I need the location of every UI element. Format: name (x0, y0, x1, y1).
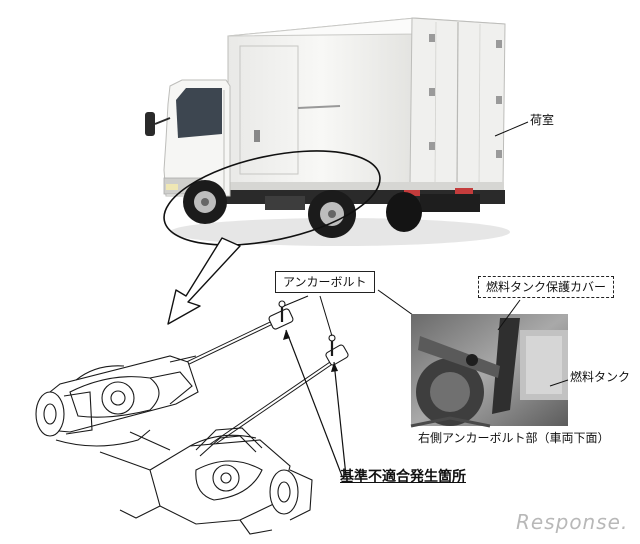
cargo-box-side (227, 17, 416, 187)
anchor-leader-2 (319, 295, 333, 337)
defect-leader-1 (285, 329, 343, 477)
anchor-bolt-label: アンカーボルト (275, 271, 375, 293)
side-door-handle (297, 105, 341, 109)
windshield (176, 88, 222, 138)
fuel-cover-leader (497, 299, 521, 331)
fuel-tank-leader (549, 379, 569, 387)
truck-photo (145, 17, 510, 246)
cargo-side-door (239, 45, 299, 175)
rear-hub (35, 391, 65, 437)
response-logo: Response. (516, 510, 629, 534)
zoom-arrow (167, 237, 241, 325)
side-mirror (145, 112, 155, 136)
fuel-tank-cover-shape (492, 318, 520, 414)
front-suspension (149, 439, 291, 525)
nonconformity-label: 基準不適合発生箇所 (340, 469, 466, 485)
rear-door-split (456, 21, 459, 188)
closeup-photo (410, 314, 568, 428)
anchor-leader-1 (283, 295, 309, 307)
front-wheel (183, 180, 227, 224)
cargo-room-label: 荷室 (530, 113, 555, 127)
chassis-drawing (35, 300, 349, 535)
fuel-tank-cover-label: 燃料タンク保護カバー (478, 276, 615, 298)
front-hub (269, 469, 299, 515)
defect-leader-2 (333, 361, 347, 477)
fuel-tank-label: 燃料タンク (570, 370, 631, 384)
cargo-room-leader (494, 121, 529, 137)
rear-wheel-far (386, 192, 422, 232)
anchor-bracket-right (325, 344, 349, 366)
right-anchor-caption: 右側アンカーボルト部（車両下面） (418, 431, 610, 445)
highlight-ellipse (163, 150, 381, 246)
